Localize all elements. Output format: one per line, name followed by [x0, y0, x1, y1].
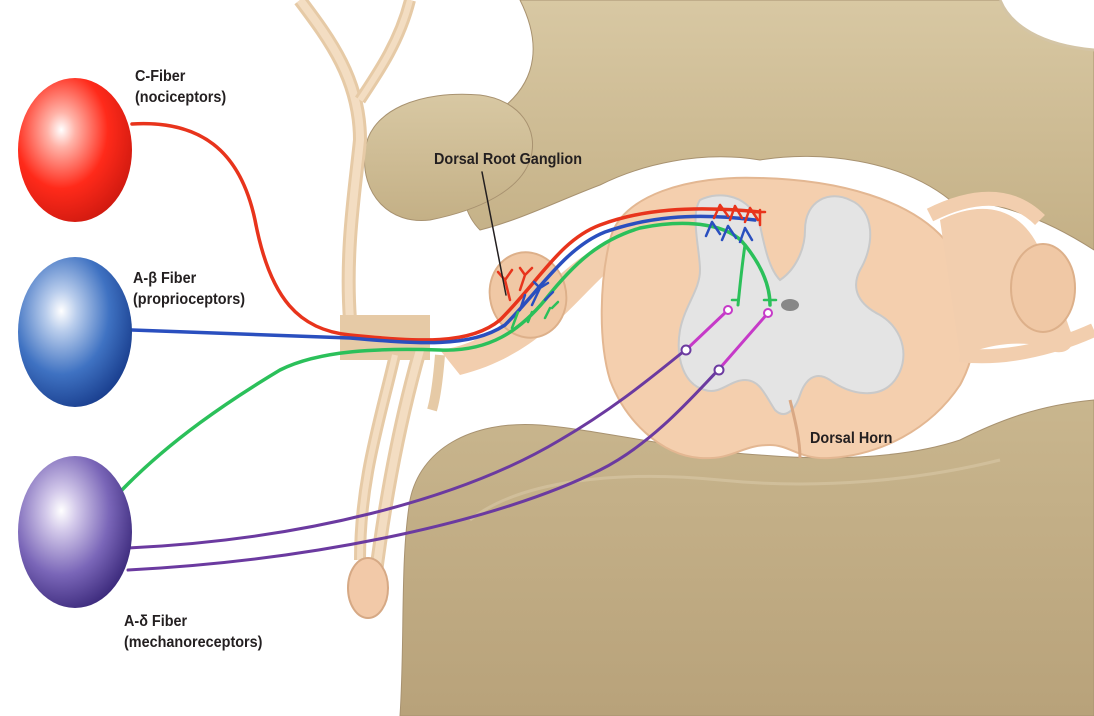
drg-label: Dorsal Root Ganglion — [434, 149, 582, 170]
a-delta-sphere — [18, 456, 132, 608]
dorsal-horn-label: Dorsal Horn — [810, 428, 892, 449]
dorsal-horn-text: Dorsal Horn — [810, 428, 892, 449]
a-delta-name: A-δ Fiber — [124, 611, 262, 632]
c-fiber-name: C-Fiber — [135, 66, 226, 87]
central-canal — [781, 299, 799, 311]
receptor-spheres — [18, 78, 132, 608]
c-fiber-sub: (nociceptors) — [135, 87, 226, 108]
c-fiber-label: C-Fiber (nociceptors) — [135, 66, 226, 108]
a-beta-sub: (proprioceptors) — [133, 289, 245, 310]
a-beta-sphere — [18, 257, 132, 407]
a-beta-label: A-β Fiber (proprioceptors) — [133, 268, 245, 310]
c-fiber-sphere — [18, 78, 132, 222]
a-beta-name: A-β Fiber — [133, 268, 245, 289]
drg-text: Dorsal Root Ganglion — [434, 149, 582, 170]
a-delta-sub: (mechanoreceptors) — [124, 632, 262, 653]
right-ganglion — [1011, 244, 1075, 332]
nerve-bulb — [348, 558, 388, 618]
a-delta-label: A-δ Fiber (mechanoreceptors) — [124, 611, 262, 653]
